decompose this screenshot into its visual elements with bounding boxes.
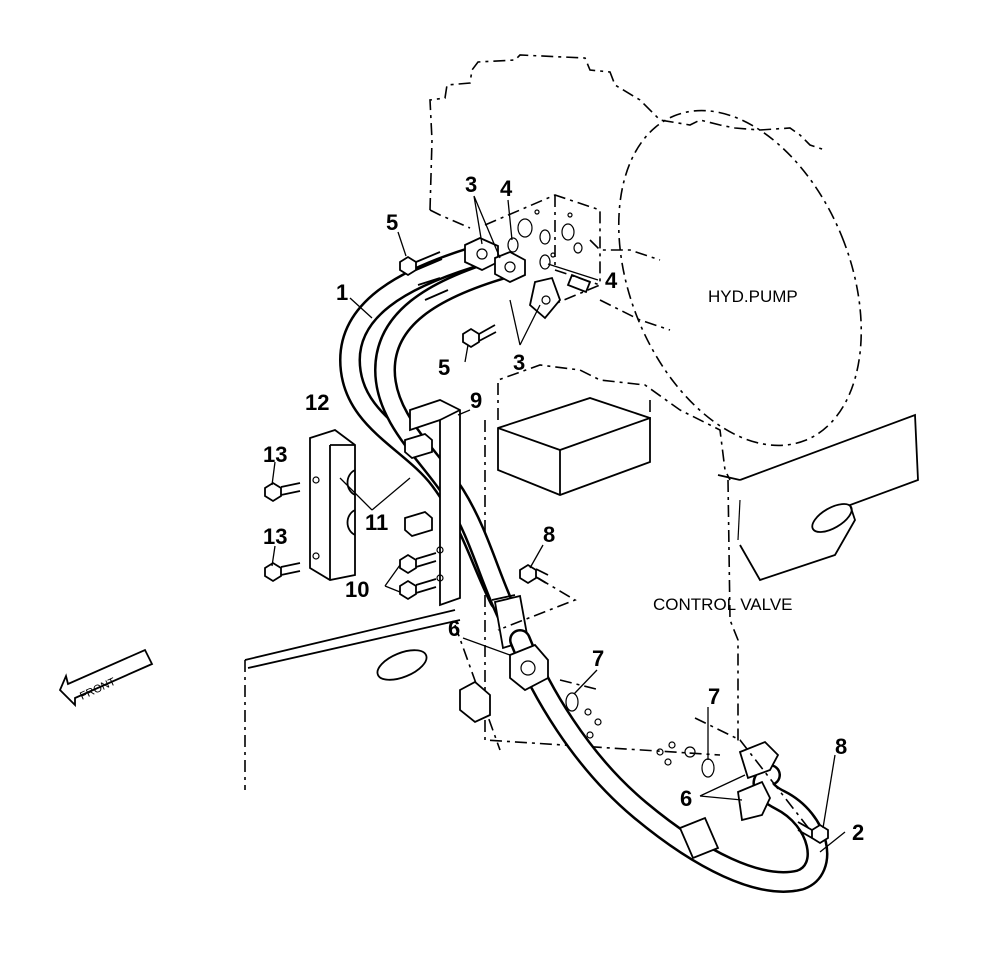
bolt-8-lower — [797, 821, 829, 845]
split-flange-6-upper — [509, 643, 549, 692]
callout-9: 9 — [470, 388, 482, 413]
bolt-5-upper — [399, 251, 443, 277]
o-ring-7-lower — [701, 758, 715, 778]
hose-2 — [454, 624, 829, 893]
leader-lines — [271, 195, 846, 853]
callout-4-upper: 4 — [500, 176, 513, 201]
front-arrow: FRONT — [58, 648, 154, 708]
callout-3-lower: 3 — [513, 350, 525, 375]
callout-11: 11 — [365, 510, 388, 535]
bolt-13-lower — [264, 561, 301, 583]
control-valve: CONTROL VALVE — [484, 364, 793, 756]
callout-5-upper: 5 — [386, 210, 398, 235]
machine-frame-right — [717, 413, 919, 582]
callout-12: 12 — [305, 390, 329, 415]
split-flange-6-lower — [737, 740, 780, 822]
callout-4-lower: 4 — [605, 268, 618, 293]
valve-top-block — [497, 397, 651, 496]
callout-3-upper: 3 — [465, 172, 477, 197]
callout-7-upper: 7 — [592, 646, 604, 671]
bolt-5-lower — [462, 324, 497, 349]
split-flange-3-upper — [464, 237, 526, 284]
clamp-9 — [404, 399, 461, 607]
hose-1 — [339, 247, 530, 650]
bolt-13-upper — [264, 481, 301, 503]
callout-13-upper: 13 — [263, 442, 287, 467]
hydraulic-pump: HYD.PUMP — [429, 54, 863, 447]
bolt-8-upper — [519, 563, 549, 585]
machine-frame-left — [244, 609, 461, 790]
callout-1: 1 — [336, 280, 348, 305]
callout-6-upper: 6 — [448, 616, 460, 641]
valve-port-holes-lower — [656, 741, 696, 766]
bolts-10 — [399, 552, 437, 601]
callout-8-lower: 8 — [835, 734, 847, 759]
callout-7-lower: 7 — [708, 684, 720, 709]
split-flange-3-lower — [529, 276, 562, 320]
split-flange-6-left — [459, 680, 491, 724]
callout-13-lower: 13 — [263, 524, 287, 549]
clamp-12 — [309, 429, 356, 581]
callout-10: 10 — [345, 577, 369, 602]
o-ring-4-upper — [507, 237, 519, 253]
callout-numbers: 1 2 3 3 4 4 5 5 6 6 7 7 8 8 9 10 11 12 1… — [263, 172, 864, 845]
callout-2: 2 — [852, 820, 864, 845]
valve-port-holes-upper — [584, 708, 602, 739]
o-ring-7-upper — [565, 692, 579, 712]
hyd-pump-label: HYD.PUMP — [708, 287, 798, 306]
callout-8-upper: 8 — [543, 522, 555, 547]
o-ring-4-lower — [539, 254, 551, 270]
control-valve-label: CONTROL VALVE — [653, 595, 793, 614]
pump-port-block — [484, 194, 601, 311]
callout-5-lower: 5 — [438, 355, 450, 380]
callout-6-lower: 6 — [680, 786, 692, 811]
